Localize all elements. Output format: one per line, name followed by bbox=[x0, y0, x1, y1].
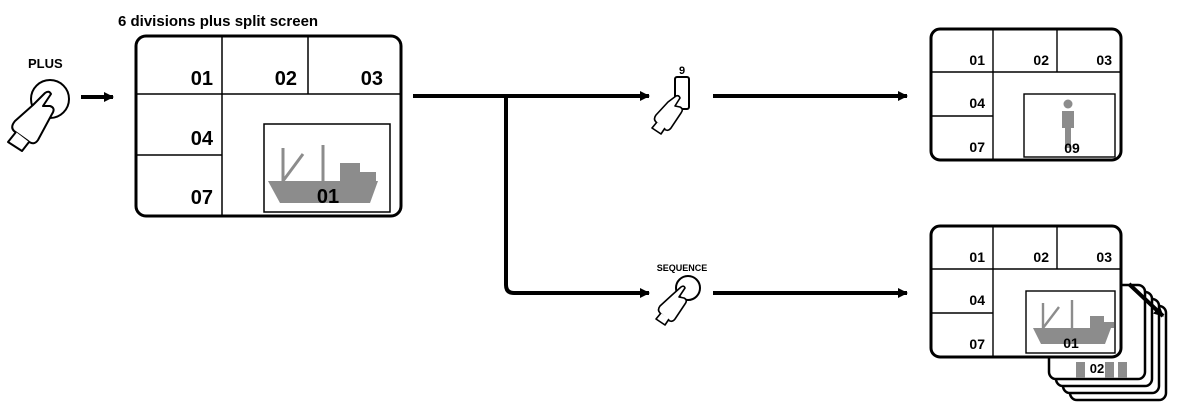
nine-button-label: 9 bbox=[679, 65, 685, 77]
pointing-hand-icon bbox=[7, 90, 55, 152]
bottom-channel-02: 02 bbox=[1033, 249, 1049, 265]
bottom-screen-grid bbox=[931, 226, 1121, 357]
bottom-result-screen: 01 02 03 04 07 01 bbox=[929, 224, 1123, 359]
top-screen-grid bbox=[931, 29, 1121, 160]
nine-button[interactable]: 9 bbox=[651, 65, 690, 135]
pointing-hand-icon bbox=[651, 94, 684, 135]
top-channel-02: 02 bbox=[1033, 52, 1049, 68]
plus-button[interactable]: PLUS bbox=[7, 56, 70, 152]
person-icon bbox=[1076, 362, 1127, 378]
pointing-hand-icon bbox=[655, 285, 688, 326]
top-channel-big: 09 bbox=[1064, 140, 1080, 156]
main-channel-03: 03 bbox=[361, 68, 383, 90]
top-channel-03: 03 bbox=[1096, 52, 1112, 68]
sequence-button-label: SEQUENCE bbox=[657, 263, 708, 273]
main-channel-big: 01 bbox=[317, 186, 339, 208]
bottom-channel-04: 04 bbox=[969, 292, 985, 308]
sequence-button[interactable]: SEQUENCE bbox=[655, 263, 708, 326]
main-split-screen: 01 02 03 04 07 01 bbox=[134, 34, 403, 218]
top-channel-07: 07 bbox=[969, 139, 985, 155]
top-channel-04: 04 bbox=[969, 95, 985, 111]
next-page-channel: 02 bbox=[1090, 361, 1104, 376]
diagram-title: 6 divisions plus split screen bbox=[118, 13, 318, 30]
bottom-channel-07: 07 bbox=[969, 336, 985, 352]
main-screen-frame bbox=[134, 34, 403, 218]
top-result-screen: 01 02 03 04 07 09 bbox=[929, 27, 1123, 162]
main-screen-grid bbox=[136, 36, 401, 216]
bottom-channel-03: 03 bbox=[1096, 249, 1112, 265]
flow-lines bbox=[413, 91, 908, 298]
ship-icon bbox=[268, 145, 378, 203]
bottom-channel-big: 01 bbox=[1063, 335, 1079, 351]
sequence-advance-arrow bbox=[1127, 282, 1165, 318]
round-button-icon bbox=[675, 275, 701, 301]
top-channel-01: 01 bbox=[969, 52, 985, 68]
bottom-channel-01: 01 bbox=[969, 249, 985, 265]
main-channel-01: 01 bbox=[191, 68, 213, 90]
plus-button-label: PLUS bbox=[28, 56, 63, 71]
person-icon bbox=[1062, 99, 1074, 148]
ship-icon bbox=[1033, 300, 1114, 344]
key-button-icon bbox=[674, 76, 690, 110]
main-channel-04: 04 bbox=[191, 128, 214, 150]
main-channel-07: 07 bbox=[191, 187, 213, 209]
main-channel-02: 02 bbox=[275, 68, 297, 90]
